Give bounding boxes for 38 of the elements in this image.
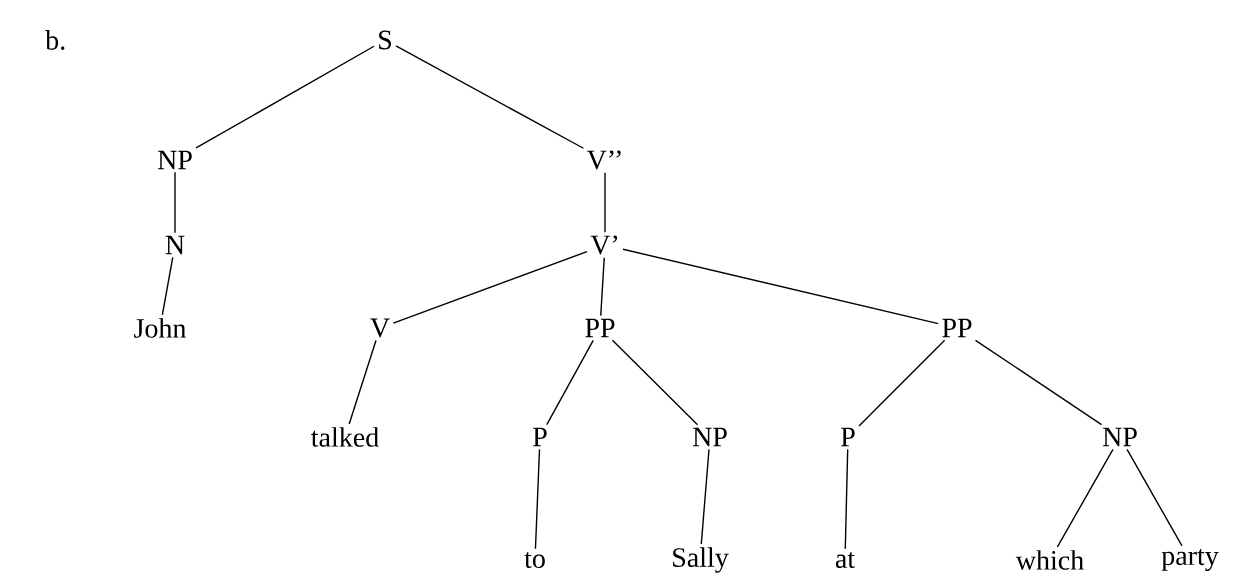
tree-branch (1126, 448, 1183, 547)
tree-label: P (533, 427, 547, 447)
tree-label: NP (157, 150, 192, 170)
tree-label: NP (692, 427, 727, 447)
tree-branch (195, 45, 375, 149)
tree-label: PP (585, 318, 615, 338)
tree-branch (600, 257, 605, 317)
tree-branch (604, 172, 606, 233)
tree-label: John (134, 318, 186, 338)
tree-branch (395, 45, 585, 149)
tree-branch (161, 256, 174, 316)
tree-label: V’ (590, 235, 618, 255)
tree-branch (348, 339, 377, 425)
tree-label: V (370, 318, 390, 338)
tree-label: Sally (673, 547, 729, 573)
tree-label: at (835, 552, 855, 568)
tree-label: N (165, 235, 185, 255)
tree-label: talked (311, 427, 379, 447)
tree-label: PP (942, 318, 972, 338)
tree-label: V’’ (586, 150, 621, 170)
tree-label: P (841, 427, 855, 447)
tree-branch (858, 339, 946, 427)
example-label: b. (45, 30, 65, 50)
tree-branch (534, 448, 541, 550)
tree-label: party (1161, 549, 1219, 571)
tree-label: S (379, 30, 392, 50)
tree-branch (392, 250, 588, 324)
tree-branch (1056, 448, 1114, 548)
tree-label: to (524, 552, 545, 568)
tree-branch (700, 448, 710, 545)
tree-branch (546, 339, 594, 426)
tree-branch (974, 339, 1103, 426)
tree-branch (611, 339, 699, 426)
tree-branch (174, 171, 176, 234)
tree-branch (844, 448, 849, 550)
tree-label: NP (1102, 427, 1137, 447)
tree-label: which (1015, 550, 1084, 570)
tree-branch (622, 248, 939, 325)
